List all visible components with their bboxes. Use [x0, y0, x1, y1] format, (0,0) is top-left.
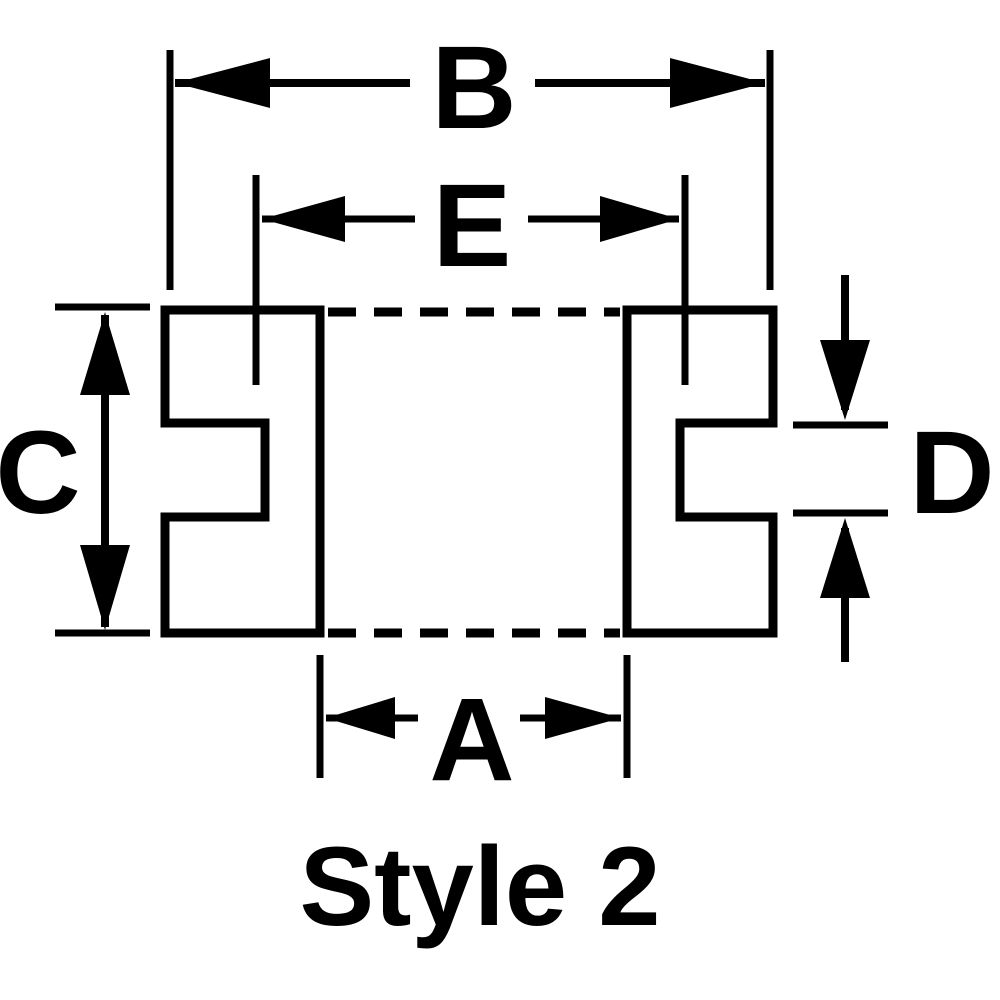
right-part-outline [622, 305, 778, 638]
dimension-d-arrowhead-bottom [820, 518, 870, 598]
dimension-e-arrowhead-right [600, 196, 679, 242]
dimension-c-arrowhead-bottom [80, 545, 130, 630]
dimension-d: D [793, 275, 995, 662]
dimension-b-label: B [431, 22, 516, 154]
dimension-d-label: D [909, 407, 994, 539]
dimension-a-arrowhead-left [326, 697, 395, 739]
dimension-c-label: C [0, 407, 81, 539]
dimension-d-arrowhead-top [820, 340, 870, 420]
dimension-a-label: A [429, 674, 514, 806]
diagram-caption: Style 2 [299, 824, 660, 949]
dimension-b-arrowhead-left [175, 58, 270, 108]
dimension-b-arrowhead-right [670, 58, 765, 108]
dimension-a-arrowhead-right [545, 697, 621, 739]
dimension-e-label: E [433, 160, 512, 292]
left-part-outline [160, 305, 325, 638]
dimension-e: E [252, 160, 689, 385]
dimension-b: B [166, 22, 774, 290]
dimension-c: C [0, 303, 150, 637]
dimension-e-arrowhead-left [262, 196, 345, 242]
dimension-c-arrowhead-top [80, 312, 130, 395]
dimension-a: A [316, 655, 631, 806]
